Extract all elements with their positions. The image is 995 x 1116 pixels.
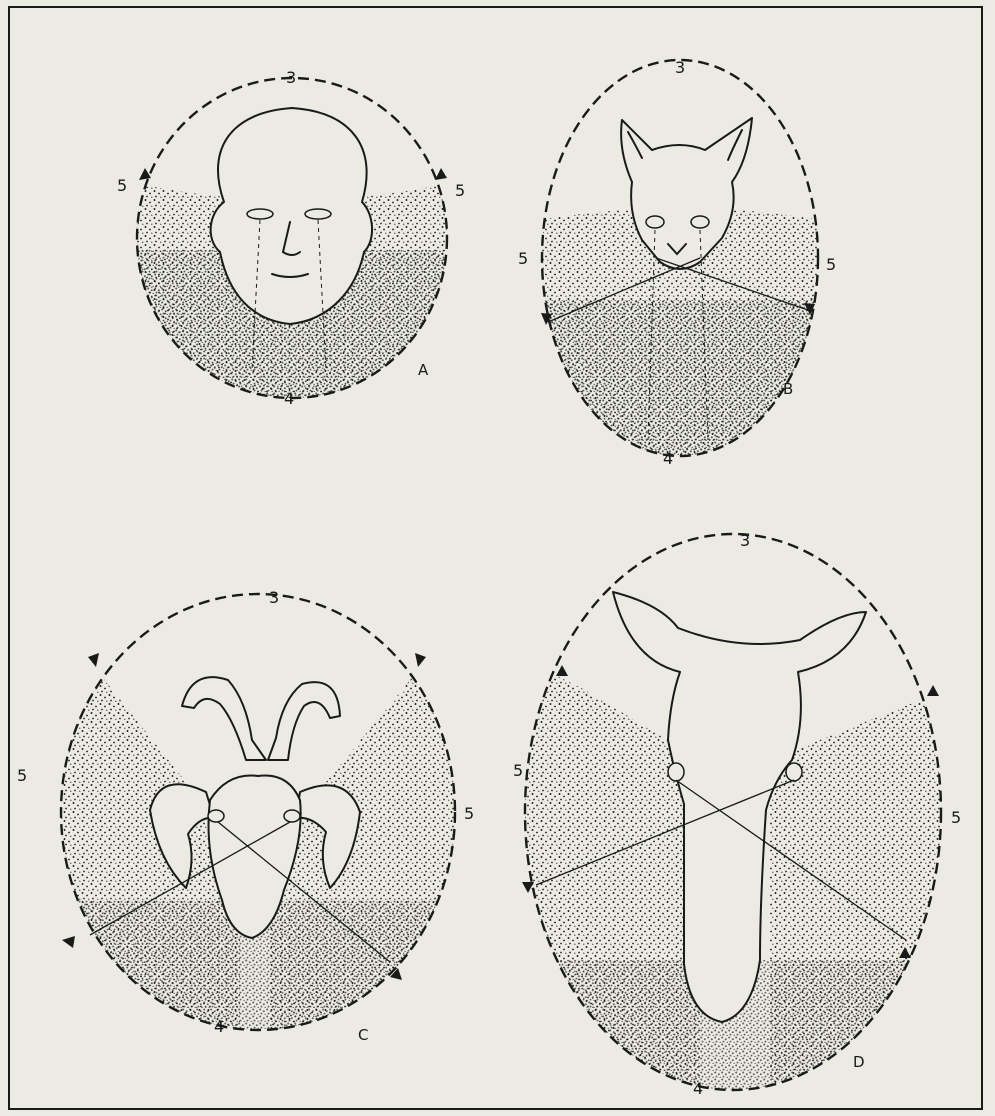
panel-a-label-left: 5	[117, 176, 127, 195]
panel-d-left-eye	[668, 763, 684, 781]
panel-c-arrow-top-left	[88, 653, 99, 667]
panel-a-label-top: 3	[286, 68, 296, 87]
panel-a-label-bottom: 4	[284, 389, 294, 408]
panel-d-label-top: 3	[740, 531, 750, 550]
panel-c-label-right: 5	[464, 804, 474, 823]
panel-d-right-eye	[786, 763, 802, 781]
panel-c-left-horn	[182, 677, 266, 760]
panel-c-label-left: 5	[17, 766, 27, 785]
panel-b-label-top: 3	[675, 58, 685, 77]
panel-b-label-left: 5	[518, 249, 528, 268]
panel-a-left-eye	[247, 209, 273, 219]
panel-d-arrow-top-right	[927, 685, 939, 696]
panel-d-letter: D	[853, 1053, 865, 1071]
panel-a-label-right: 5	[455, 181, 465, 200]
panel-b-label-right: 5	[826, 255, 836, 274]
panel-d-label-right: 5	[951, 808, 961, 827]
panel-c-letter: C	[358, 1026, 368, 1044]
panel-a-arrow-left	[139, 168, 151, 180]
panel-c-right-eye	[284, 810, 300, 822]
panel-a-head-outline	[211, 108, 372, 324]
panel-a-arrow-right	[435, 168, 447, 180]
panel-b-letter: B	[783, 380, 793, 398]
panel-c-left-eye	[208, 810, 224, 822]
panel-c-arrow-top-right	[415, 653, 426, 667]
panel-c-arrow-bottom-left	[62, 936, 75, 948]
panel-d-arrow-bottom-left	[522, 882, 534, 893]
panel-b-label-bottom: 4	[663, 449, 673, 468]
panel-b: 3 4 5 5 B	[518, 58, 836, 468]
panel-c-label-top: 3	[269, 588, 279, 607]
panel-a-right-eye	[305, 209, 331, 219]
panel-c-right-horn	[268, 682, 340, 760]
panel-a-letter: A	[418, 361, 429, 379]
panel-c-label-bottom: 4	[214, 1017, 224, 1036]
panel-b-left-eye	[646, 216, 664, 228]
panel-b-right-eye	[691, 216, 709, 228]
panel-a: 3 4 5 5 A	[117, 68, 465, 410]
panel-d: 3 4 5 5 D	[513, 531, 961, 1100]
panel-c: 3 4 5 5 C	[17, 588, 474, 1044]
panel-d-label-left: 5	[513, 761, 523, 780]
panel-d-label-bottom: 4	[693, 1079, 703, 1098]
panel-d-arrow-top-left	[556, 665, 568, 676]
